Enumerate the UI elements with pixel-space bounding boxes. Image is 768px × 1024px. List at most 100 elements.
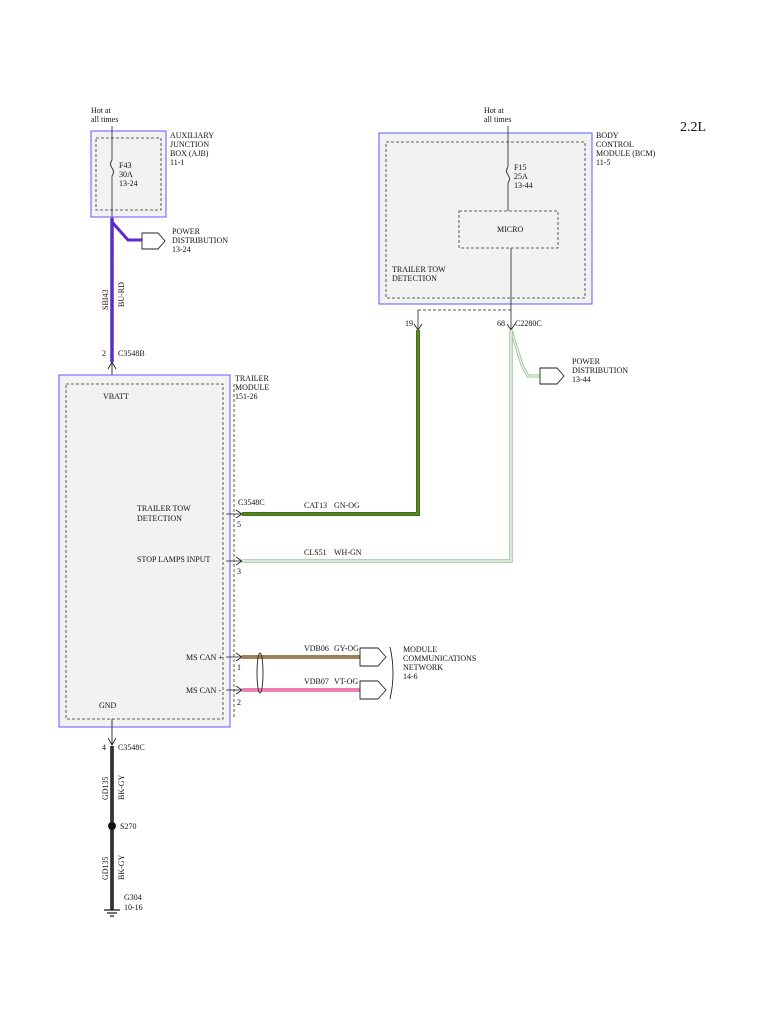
mcn-label-4: 14-6: [403, 672, 418, 681]
wire-bu-rd-branch: [110, 221, 142, 242]
body-control-module: Hot at all times F15 25A 13-44 MICRO BOD…: [378, 106, 656, 331]
bracket-icon: [389, 646, 394, 700]
connector-arrow-icon: [141, 232, 166, 250]
micro-label: MICRO: [497, 225, 523, 234]
connector-arrow-icon: [359, 680, 387, 700]
ground-label-1: G304: [124, 893, 142, 902]
engine-label: 2.2L: [680, 120, 706, 135]
pd2-label-2: DISTRIBUTION: [572, 366, 628, 375]
bcm-fuse-label-1: F15: [514, 163, 526, 172]
wire-vdb06: VDB06 GY-OG: [242, 644, 387, 667]
bcm-ttd-label-1: TRAILER TOW: [392, 265, 446, 274]
pd1-label-3: 13-24: [172, 245, 191, 254]
gnd-circuit-a: GD135: [101, 776, 110, 800]
wire-cls51: CLS51 WH-GN: [242, 330, 513, 563]
fuse-f15-icon: [506, 166, 510, 184]
bcm-name-1: BODY: [596, 131, 619, 140]
wire-wh-gn-branch: [509, 329, 540, 378]
trailer-module-name-3: 151-26: [235, 392, 258, 401]
micro-box: [458, 210, 559, 249]
connector-arrow-icon: [539, 367, 565, 385]
mcn-label-1: MODULE: [403, 645, 437, 654]
bcm-name-3: MODULE (BCM): [596, 149, 656, 158]
splice-label: S270: [120, 822, 136, 831]
ms-can-minus-label: MS CAN -: [186, 686, 221, 695]
gnd-circuit-b: GD135: [101, 856, 110, 880]
bcm-name-4: 11-5: [596, 158, 610, 167]
bcm-inner-box: [385, 141, 586, 299]
wire-sbi-color: BU-RD: [117, 282, 126, 307]
bcm-hot-label-2: all times: [484, 115, 511, 124]
ajb-hot-label-1: Hot at: [91, 106, 112, 115]
pd2-label-1: POWER: [572, 357, 601, 366]
pd1-label-2: DISTRIBUTION: [172, 236, 228, 245]
cls51-circuit: CLS51: [304, 548, 327, 557]
c3548c-pin-1: 1: [237, 663, 241, 672]
vdb06-circuit: VDB06: [304, 644, 329, 653]
gnd-connector: C3548C: [118, 743, 145, 752]
ajb-inner-box: [95, 137, 162, 211]
wire-sbi43: SBI43 BU-RD: [101, 218, 142, 362]
c3548c-pin-3: 3: [237, 567, 241, 576]
mcn-label-2: COMMUNICATIONS: [403, 654, 476, 663]
bcm-fuse-label-2: 25A: [514, 172, 528, 181]
wire-wh-gn: [242, 330, 513, 563]
auxiliary-junction-box: Hot at all times F43 30A 13-24 AUXILIARY…: [90, 106, 214, 218]
pd1-label-1: POWER: [172, 227, 201, 236]
ajb-fuse-label-2: 30A: [119, 170, 133, 179]
cat13-circuit: CAT13: [304, 501, 327, 510]
bcm-box: [378, 132, 593, 305]
ajb-name-4: 11-1: [170, 158, 184, 167]
wire-wh-gn-stripe: [242, 330, 512, 562]
vdb07-color: VT-OG: [334, 677, 358, 686]
trailer-module: TRAILER MODULE 151-26 VBATT TRAILER TOW …: [58, 374, 269, 728]
power-distribution-2: POWER DISTRIBUTION 13-44: [509, 329, 628, 385]
vdb06-color: GY-OG: [334, 644, 359, 653]
wire-cat13: CAT13 GN-OG: [242, 330, 420, 516]
bcm-ttd-label-2: DETECTION: [392, 274, 437, 283]
bcm-hot-label-1: Hot at: [484, 106, 505, 115]
wire-sbi-circuit: SBI43: [101, 290, 110, 310]
ms-can-plus-label: MS CAN +: [186, 653, 223, 662]
ttd-label-1: TRAILER TOW: [137, 504, 191, 513]
gnd-color-b: BK-GY: [117, 854, 126, 880]
ajb-fuse-label-1: F43: [119, 161, 131, 170]
bcm-connector: C2280C: [515, 319, 542, 328]
c3548c-name: C3548C: [238, 498, 265, 507]
connector-arrow-icon: [359, 647, 387, 667]
pd2-label-3: 13-44: [572, 375, 591, 384]
gnd-pin-arrow-icon: [107, 737, 117, 746]
trailer-module-name-1: TRAILER: [235, 374, 269, 383]
wire-vdb07: VDB07 VT-OG: [242, 677, 387, 700]
c3548c-pin-2: 2: [237, 698, 241, 707]
bcm-name-2: CONTROL: [596, 140, 634, 149]
gnd-label: GND: [99, 701, 117, 710]
vbatt-label: VBATT: [103, 392, 129, 401]
twisted-pair-icon: [256, 652, 264, 694]
power-distribution-1: POWER DISTRIBUTION 13-24: [141, 227, 228, 254]
wire-wh-gn-branch-stripe: [510, 329, 540, 377]
trailer-module-box: [58, 374, 231, 728]
wire-gn-og: [242, 330, 420, 516]
ground-label-2: 10-16: [124, 903, 143, 912]
ajb-name-2: JUNCTION: [170, 140, 209, 149]
c3548c-pin-5: 5: [237, 520, 241, 529]
trailer-module-name-2: MODULE: [235, 383, 269, 392]
cls51-color: WH-GN: [334, 548, 362, 557]
c3548b-name: C3548B: [118, 349, 145, 358]
ajb-fuse-label-3: 13-24: [119, 179, 138, 188]
c3548b-pin: 2: [102, 349, 106, 358]
bcm-fuse-label-3: 13-44: [514, 181, 533, 190]
bcm-pin-19: 19: [405, 319, 413, 328]
gnd-color-a: BK-GY: [117, 774, 126, 800]
ttd-label-2: DETECTION: [137, 514, 182, 523]
stop-lamps-label: STOP LAMPS INPUT: [137, 555, 210, 564]
ajb-name-1: AUXILIARY: [170, 131, 214, 140]
cat13-color: GN-OG: [334, 501, 360, 510]
splice-icon: [108, 822, 116, 830]
bcm-pin-68: 68: [497, 319, 505, 328]
ajb-hot-label-2: all times: [91, 115, 118, 124]
ajb-name-3: BOX (AJB): [170, 149, 209, 158]
module-communications-network: MODULE COMMUNICATIONS NETWORK 14-6: [403, 645, 476, 681]
